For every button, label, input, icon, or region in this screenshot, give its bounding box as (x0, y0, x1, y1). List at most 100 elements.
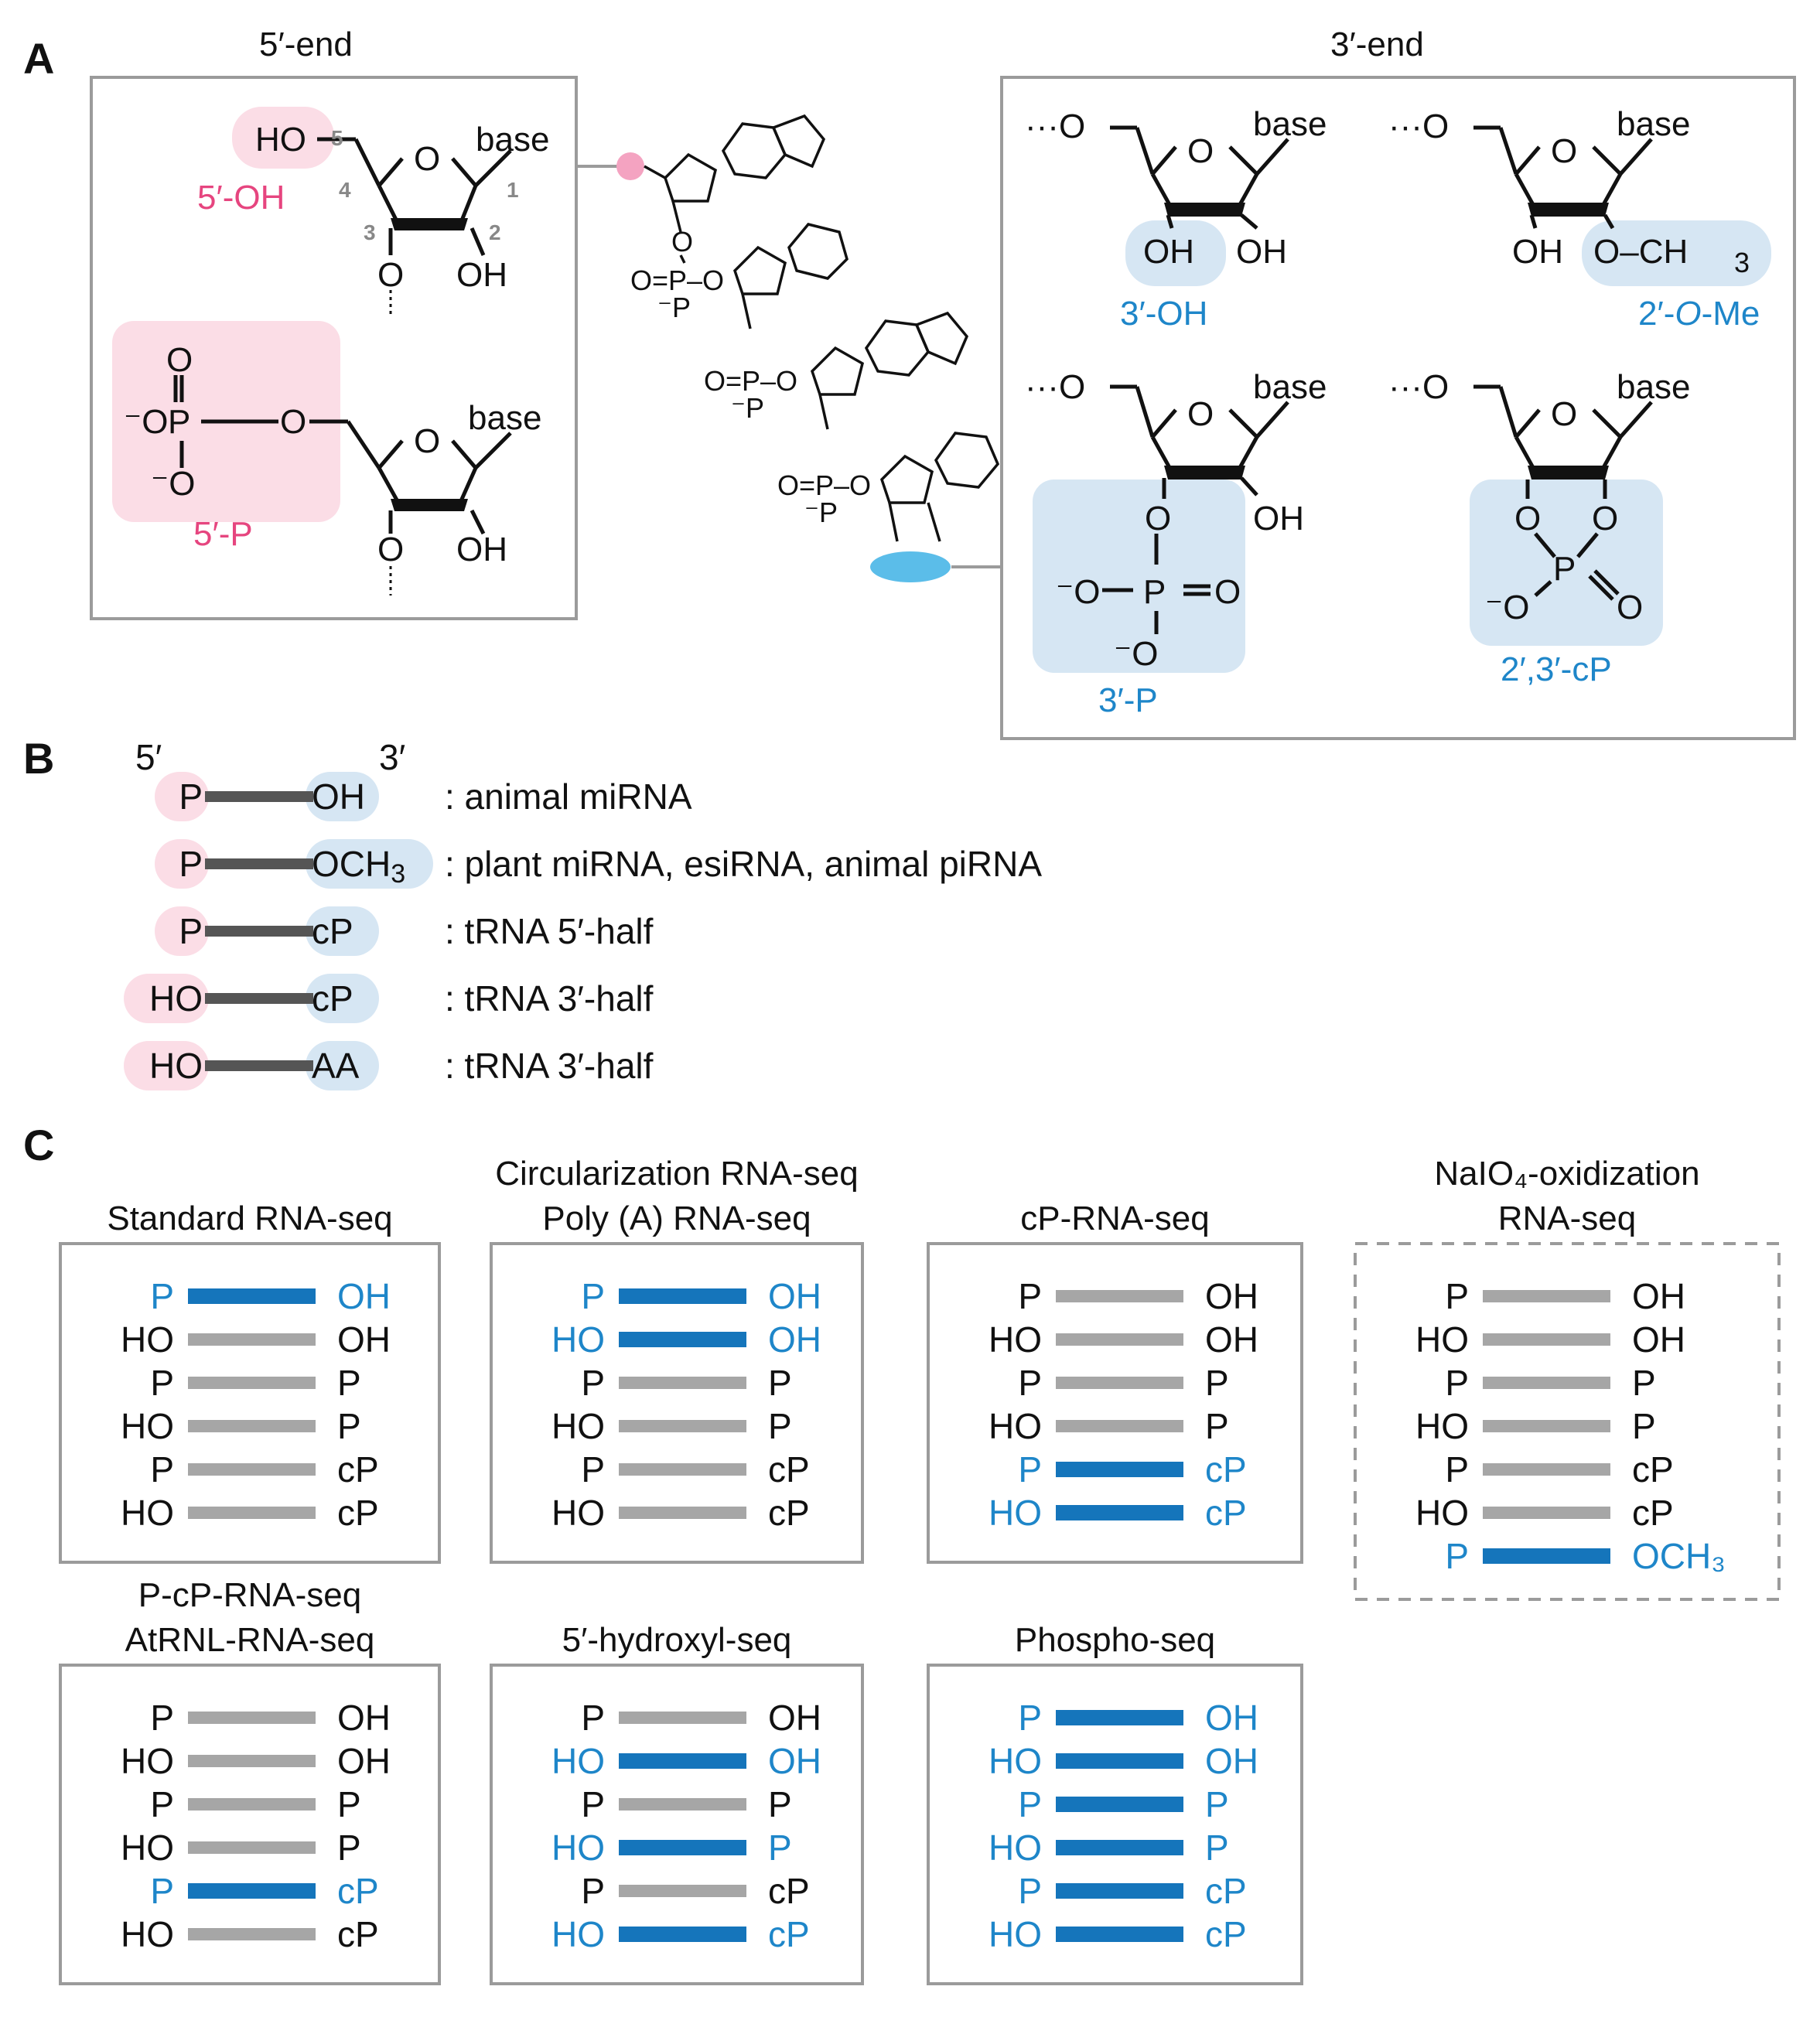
c-row-left-label: P (150, 1698, 174, 1738)
b-row-bar (205, 993, 313, 1004)
c-row-bar (619, 1753, 746, 1769)
o-lower-3: O (377, 531, 404, 568)
c-row-left-label: HO (121, 1741, 174, 1781)
b-row-right-highlight (306, 772, 379, 821)
chain-linker-1: O=P–O (630, 264, 724, 296)
bottom-right-o2: O (1592, 500, 1618, 538)
five-oh-highlight (232, 107, 334, 169)
c-row-right-label: P (337, 1784, 361, 1824)
chain-minus-3: ⁻P (804, 497, 838, 528)
b-row-right-highlight (306, 839, 433, 889)
bottom-left-ring-o: O (1187, 395, 1214, 433)
cp-highlight (1470, 480, 1663, 646)
c-row-right-label: P (1205, 1784, 1229, 1824)
c-row-right-label: cP (768, 1871, 810, 1911)
bottom-left-minus-o: ⁻O (1056, 573, 1100, 611)
top-left-o-link: ···O (1025, 108, 1085, 145)
bottom-left-base: base (1253, 368, 1327, 406)
c-row-right-label: P (768, 1828, 792, 1868)
label-two-ome-suffix: -Me (1702, 295, 1760, 333)
c-box-title: cP-RNA-seq (1020, 1200, 1210, 1237)
base-label-lower: base (468, 399, 541, 437)
c-row-bar (1056, 1462, 1183, 1477)
c-row-left-label: HO (989, 1914, 1042, 1954)
label-three-oh: 3′-OH (1120, 295, 1207, 333)
c-row-right-label: cP (1632, 1449, 1674, 1490)
b-row-right-label: cP (312, 911, 353, 951)
c-row-left-label: HO (551, 1319, 605, 1360)
c-box-title: Phospho-seq (1015, 1621, 1215, 1659)
b-row-left-label: HO (149, 1046, 203, 1086)
c-row-bar (1483, 1507, 1610, 1519)
bottom-left-minus-o-bottom: ⁻O (1114, 635, 1158, 673)
c-row-left-label: HO (989, 1406, 1042, 1446)
label-two-ome-italic: O (1675, 295, 1701, 333)
carbon-5: 5 (331, 126, 343, 150)
c-box-title: AtRNL-RNA-seq (125, 1621, 375, 1659)
c-box-title: Circularization RNA-seq (495, 1155, 858, 1193)
ring-o-lower: O (414, 422, 440, 460)
b-row-left-label: P (179, 776, 203, 817)
bottom-left-oh-2: OH (1253, 500, 1304, 538)
carbon-2: 2 (489, 220, 501, 244)
c-row-right-label: P (1205, 1363, 1229, 1403)
c-row-left-label: HO (989, 1828, 1042, 1868)
b-row-description: : plant miRNA, esiRNA, animal piRNA (445, 844, 1042, 884)
c-row-left-label: P (1445, 1449, 1469, 1490)
c-row-bar (1056, 1505, 1183, 1520)
c-row-bar (188, 1928, 316, 1940)
bottom-left-o-double: O (1214, 573, 1241, 611)
c-row-right-label: cP (337, 1493, 379, 1533)
c-box-frame (490, 1242, 864, 1564)
label-five-p: 5′-P (193, 515, 253, 553)
c-row-right-label: OH (1205, 1276, 1258, 1316)
c-row-right-label: cP (768, 1914, 810, 1954)
c-row-bar (188, 1712, 316, 1724)
sugar-five-p (173, 375, 512, 535)
c-row-left-label: HO (1415, 1406, 1469, 1446)
c-row-left-label: P (1018, 1698, 1042, 1738)
top-left-oh-3: OH (1143, 233, 1194, 271)
c-row-left-label: P (1018, 1276, 1042, 1316)
c-row-left-label: P (150, 1784, 174, 1824)
panel-a: A 5′-end 3′-end HO O base 5 4 3 2 1 O (23, 26, 1796, 740)
c-row-left-label: P (581, 1276, 605, 1316)
chain-minus-2: ⁻P (731, 392, 764, 424)
c-row-bar (1056, 1710, 1183, 1725)
phosphate-minus-o: ⁻O (124, 403, 168, 441)
c-row-left-label: P (1018, 1449, 1042, 1490)
c-row-bar (1056, 1420, 1183, 1432)
panel-a-letter: A (23, 34, 54, 83)
c-row-right-label: OH (337, 1698, 391, 1738)
c-row-left-label: HO (551, 1493, 605, 1533)
c-row-right-label: OH (1632, 1319, 1685, 1360)
c-row-right-label: OH (1205, 1741, 1258, 1781)
five-end-header: 5′-end (259, 26, 353, 63)
b-row-left-highlight (124, 1041, 209, 1090)
c-row-right-label: OH (337, 1276, 391, 1316)
b-row-bar (205, 858, 313, 869)
c-row-right-label: cP (768, 1493, 810, 1533)
c-box-frame (59, 1242, 441, 1564)
c-row-bar (188, 1883, 316, 1899)
c-row-bar (188, 1507, 316, 1519)
base-label-upper: base (476, 121, 549, 159)
c-row-left-label: HO (989, 1319, 1042, 1360)
five-oh-ho: HO (255, 121, 306, 159)
top-right-och3: O–CH (1593, 233, 1688, 271)
panel-c-letter: C (23, 1121, 54, 1169)
label-cp: 2′,3′-cP (1501, 650, 1612, 688)
ring-o-upper: O (414, 140, 440, 178)
c-row-bar (1483, 1290, 1610, 1302)
